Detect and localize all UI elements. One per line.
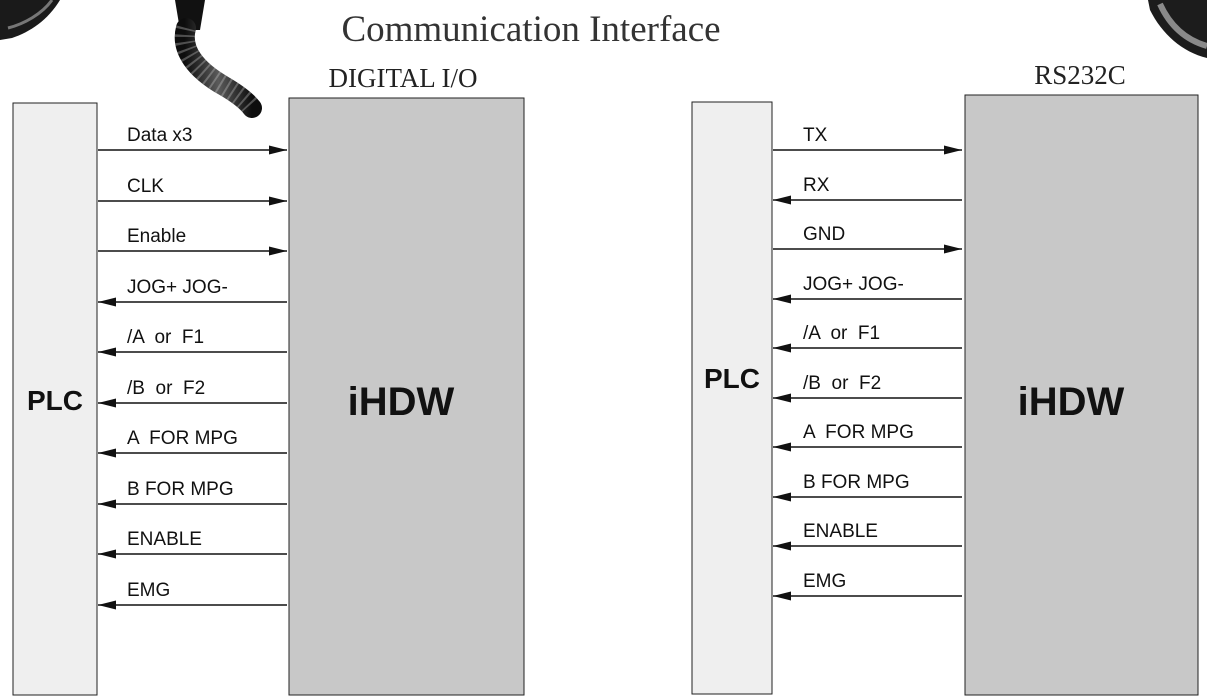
signal-digital-io-3: Enable — [98, 226, 287, 256]
signal-label: /A or F1 — [803, 323, 880, 344]
arrow-left-icon — [98, 347, 116, 357]
signal-label: B FOR MPG — [803, 472, 910, 493]
arrow-right-icon — [944, 145, 962, 155]
signal-digital-io-5: /A or F1 — [98, 327, 287, 357]
arrow-left-icon — [98, 499, 116, 509]
mpg-handwheel-left-image — [0, 0, 262, 118]
arrow-left-icon — [98, 600, 116, 610]
ihdw-label-digital-io: iHDW — [348, 380, 455, 424]
ihdw-label-rs232c: iHDW — [1018, 380, 1125, 424]
arrow-left-icon — [773, 591, 791, 601]
signal-rs232c-4: JOG+ JOG- — [773, 274, 962, 304]
arrow-left-icon — [98, 398, 116, 408]
arrow-left-icon — [773, 492, 791, 502]
signal-label: A FOR MPG — [127, 428, 238, 449]
panel-rs232c: RS232C PLC iHDW TX RX GND JOG+ JOG- /A or F1… — [691, 60, 1199, 696]
arrow-right-icon — [269, 196, 287, 206]
signal-digital-io-8: B FOR MPG — [98, 479, 287, 509]
signal-digital-io-10: EMG — [98, 580, 287, 610]
signal-label: Enable — [127, 226, 186, 247]
signal-rs232c-2: RX — [773, 175, 962, 205]
signal-rs232c-7: A FOR MPG — [773, 422, 962, 452]
signal-digital-io-4: JOG+ JOG- — [98, 277, 287, 307]
plc-block-digital-io — [12, 102, 98, 696]
signal-label: A FOR MPG — [803, 422, 914, 443]
signal-label: /A or F1 — [127, 327, 204, 348]
signal-label: CLK — [127, 176, 164, 197]
signal-label: GND — [803, 224, 845, 245]
signal-digital-io-7: A FOR MPG — [98, 428, 287, 458]
diagram-title: Communication Interface — [341, 9, 720, 50]
signal-label: RX — [803, 175, 830, 196]
panel-heading-rs232c: RS232C — [1034, 60, 1126, 90]
signal-label: /B or F2 — [803, 373, 881, 394]
signal-label: /B or F2 — [127, 378, 205, 399]
signal-digital-io-9: ENABLE — [98, 529, 287, 559]
signal-digital-io-2: CLK — [98, 176, 287, 206]
arrow-right-icon — [269, 246, 287, 256]
mpg-handwheel-right-image — [1148, 0, 1207, 58]
arrow-left-icon — [773, 294, 791, 304]
signal-rs232c-1: TX — [773, 125, 962, 155]
signal-rs232c-9: ENABLE — [773, 521, 962, 551]
signal-label: Data x3 — [127, 125, 192, 146]
panel-digital-io: DIGITAL I/O PLC iHDW Data x3 CLK EnableJOG… — [12, 63, 525, 696]
arrow-left-icon — [773, 343, 791, 353]
signal-label: JOG+ JOG- — [127, 277, 228, 298]
signal-rs232c-8: B FOR MPG — [773, 472, 962, 502]
signal-label: EMG — [803, 571, 846, 592]
signal-digital-io-6: /B or F2 — [98, 378, 287, 408]
signal-label: ENABLE — [127, 529, 202, 550]
plc-label-digital-io: PLC — [27, 385, 83, 416]
arrow-right-icon — [269, 145, 287, 155]
ihdw-block-rs232c — [964, 94, 1199, 696]
arrow-right-icon — [944, 244, 962, 254]
signal-label: TX — [803, 125, 828, 146]
arrow-left-icon — [773, 393, 791, 403]
arrow-left-icon — [773, 442, 791, 452]
signal-digital-io-1: Data x3 — [98, 125, 287, 155]
ihdw-block-digital-io — [288, 97, 525, 696]
plc-label-rs232c: PLC — [704, 363, 760, 394]
arrow-left-icon — [98, 448, 116, 458]
signal-rs232c-5: /A or F1 — [773, 323, 962, 353]
signal-label: B FOR MPG — [127, 479, 234, 500]
signal-label: ENABLE — [803, 521, 878, 542]
signal-rs232c-3: GND — [773, 224, 962, 254]
arrow-left-icon — [773, 541, 791, 551]
plc-block-rs232c — [691, 101, 773, 695]
panel-heading-digital-io: DIGITAL I/O — [328, 63, 477, 93]
signal-rs232c-10: EMG — [773, 571, 962, 601]
signal-label: EMG — [127, 580, 170, 601]
signal-rs232c-6: /B or F2 — [773, 373, 962, 403]
signal-label: JOG+ JOG- — [803, 274, 904, 295]
arrow-left-icon — [773, 195, 791, 205]
signal-lines-rs232c: TX RX GND JOG+ JOG- /A or F1/B or F2 A FOR MP… — [773, 125, 962, 601]
arrow-left-icon — [98, 549, 116, 559]
arrow-left-icon — [98, 297, 116, 307]
